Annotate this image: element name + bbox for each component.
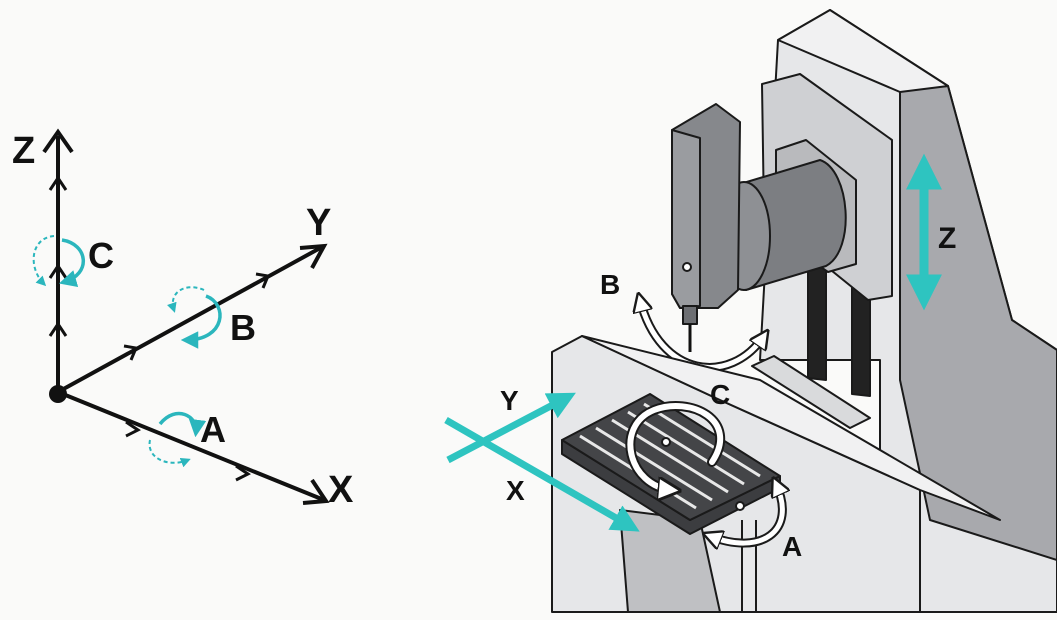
axes-diagram: Z Y X C B A bbox=[12, 128, 354, 511]
y-axis-label: Y bbox=[306, 202, 331, 244]
machine-y-label: Y bbox=[500, 385, 519, 416]
b-rotation-arrow bbox=[180, 294, 222, 349]
b-rotation-dashed bbox=[167, 286, 205, 313]
spindle-nose bbox=[682, 305, 698, 325]
z-axis-chevron bbox=[48, 175, 68, 191]
machine-z-label: Z bbox=[938, 222, 956, 255]
x-travel-arrow bbox=[444, 416, 640, 532]
machine-a-label: A bbox=[782, 531, 802, 562]
machine-c-label: C bbox=[710, 379, 730, 410]
x-axis-chevron bbox=[125, 420, 141, 438]
machine-labels: Z B C Y X A bbox=[500, 222, 956, 562]
x-axis-arrowhead bbox=[302, 478, 330, 505]
y-axis-arrowhead bbox=[299, 243, 328, 269]
column-top bbox=[777, 9, 949, 93]
origin-point bbox=[49, 385, 67, 403]
c-rotation-dashed bbox=[32, 235, 55, 287]
c-rotation-label: C bbox=[88, 235, 114, 276]
c-rotation-arrow bbox=[58, 238, 85, 288]
y-axis-chevron bbox=[123, 344, 139, 361]
y-axis-line bbox=[57, 245, 323, 394]
y-axis-chevron bbox=[255, 272, 271, 289]
x-axis-chevron bbox=[235, 464, 251, 482]
machine-x-label: X bbox=[506, 475, 525, 506]
c-rotation-arrow-fill bbox=[627, 403, 724, 490]
y-travel-arrow bbox=[446, 392, 576, 464]
a-rotation-dashed bbox=[148, 439, 191, 468]
a-rotation-label: A bbox=[200, 409, 226, 450]
spindle-head-front bbox=[671, 129, 701, 309]
a-rotation-arrow bbox=[158, 411, 207, 438]
spindle-indicator bbox=[682, 262, 692, 272]
y-slide bbox=[751, 355, 871, 429]
x-axis-label: X bbox=[328, 469, 354, 511]
a-rotation-arrow-fill bbox=[710, 484, 782, 543]
b-rotation-label: B bbox=[230, 307, 256, 348]
table-center bbox=[661, 437, 671, 447]
z-axis-chevron bbox=[48, 321, 68, 337]
machine-b-label: B bbox=[600, 269, 620, 300]
machine-illustration bbox=[444, 9, 1057, 613]
z-axis-label: Z bbox=[12, 130, 35, 172]
x-axis-line bbox=[57, 390, 325, 502]
a-axis-pivot bbox=[735, 501, 745, 511]
base-top-rail bbox=[581, 335, 1001, 521]
z-axis-arrowhead bbox=[42, 128, 74, 154]
